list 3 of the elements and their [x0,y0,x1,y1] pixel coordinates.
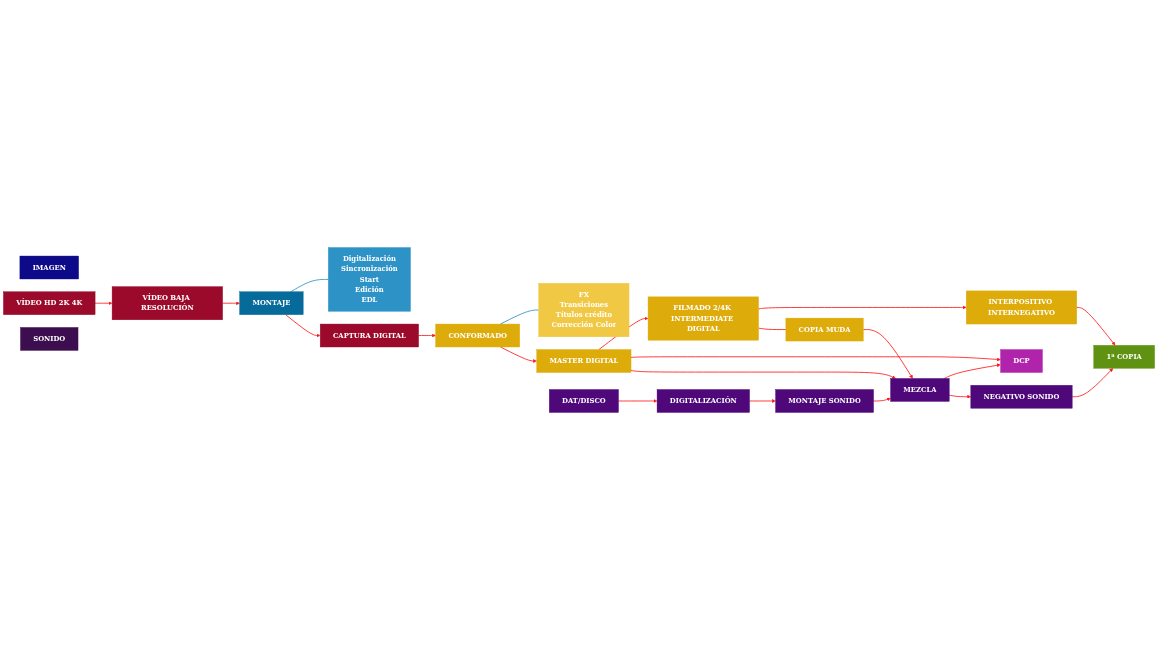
connector [758,327,787,330]
connector [290,279,329,293]
connector [500,309,540,325]
